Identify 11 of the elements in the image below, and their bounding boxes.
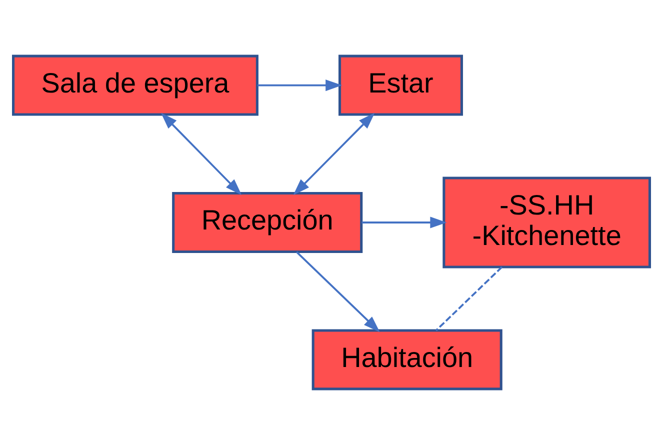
node-box: Estar [338, 54, 463, 116]
arrow [293, 112, 375, 195]
arrow [296, 250, 380, 332]
arrow [160, 112, 242, 195]
node-box: Habitación [312, 328, 502, 390]
arrow [258, 79, 342, 91]
node-box: -SS.HH -Kitchenette [442, 176, 651, 268]
node-box: Sala de espera [12, 54, 258, 116]
node-box: Recepción [172, 192, 363, 252]
arrow [362, 216, 447, 228]
connector [435, 266, 502, 331]
